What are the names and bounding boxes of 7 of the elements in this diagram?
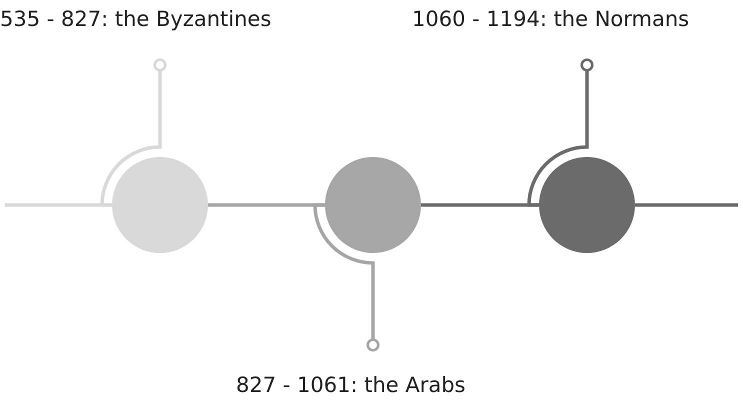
leader-line <box>527 58 594 207</box>
timeline-line <box>635 203 738 207</box>
leader-line <box>100 58 167 207</box>
date-range-label: 1060 - 1194: the Normans <box>412 6 743 32</box>
date-range-label: 535 - 827: the Byzantines <box>0 6 330 32</box>
leader-line <box>313 203 380 352</box>
date-range-label: 827 - 1061: the Arabs <box>236 372 508 398</box>
